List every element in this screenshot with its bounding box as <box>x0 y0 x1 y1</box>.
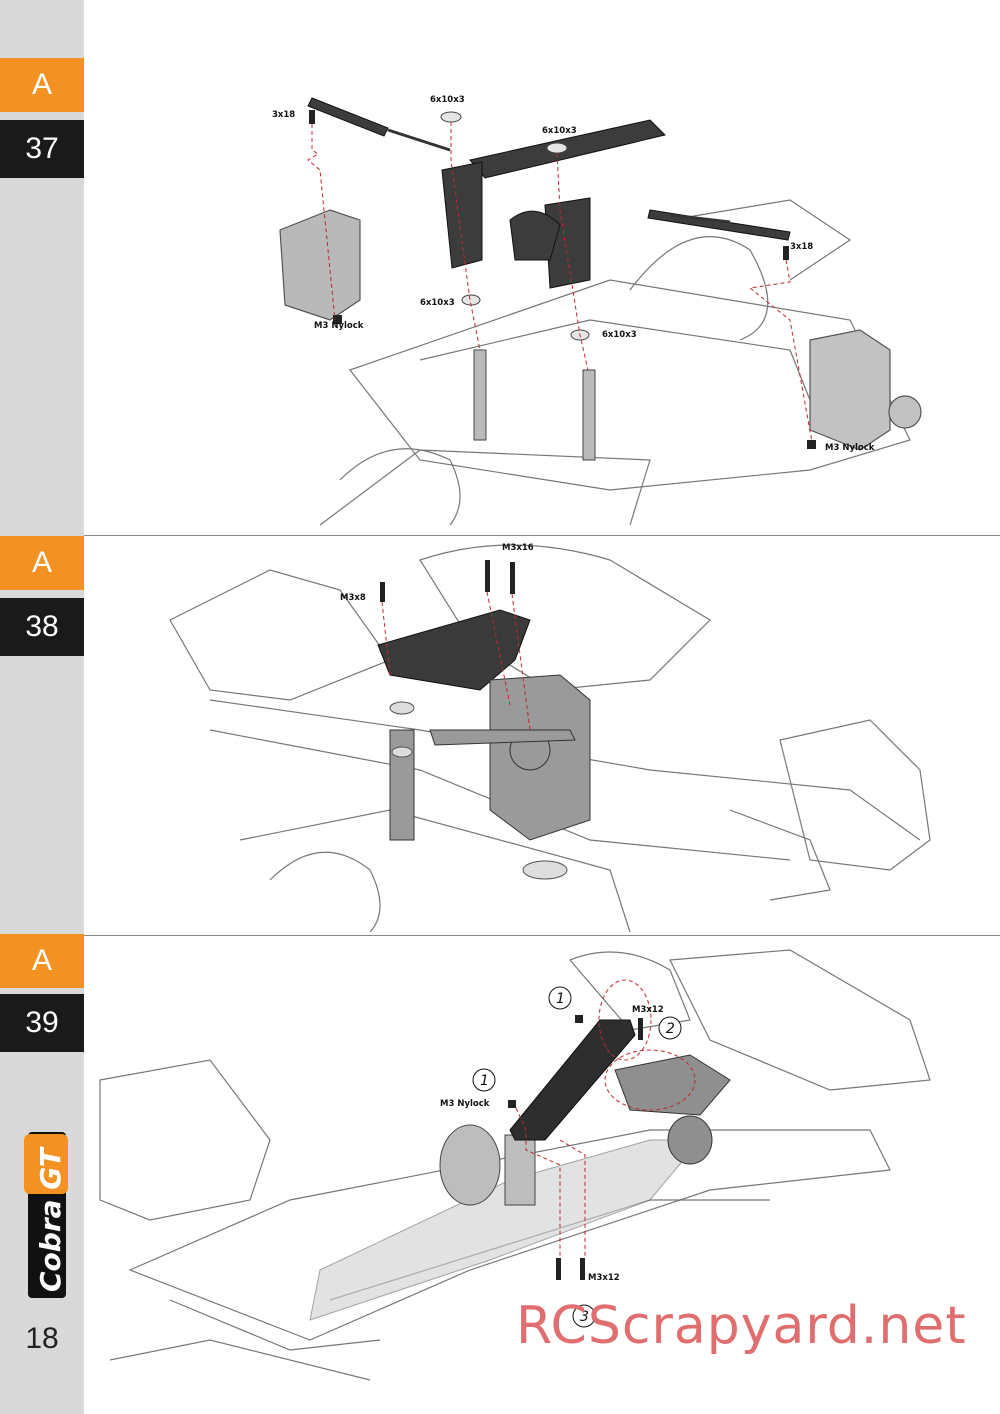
label-6x10x3: 6x10x3 <box>542 126 577 136</box>
cobra-gt-logo: Cobra GT <box>14 1130 74 1300</box>
label-6x10x3: 6x10x3 <box>430 95 465 105</box>
page-number: 18 <box>25 1322 59 1355</box>
watermark: RCScrapyard.net <box>516 1296 967 1356</box>
callout-1: 1 <box>556 991 565 1007</box>
callout-1: 1 <box>480 1073 489 1089</box>
logo-text: Cobra GT <box>34 1146 67 1292</box>
callout-3: 3 <box>580 1309 589 1325</box>
step-number: 38 <box>0 598 84 656</box>
label-m3x8: M3x8 <box>340 593 366 603</box>
step-37-illustration: 3x18 6x10x3 6x10x3 3x18 6x10x3 6x10x3 M3… <box>90 20 1000 530</box>
step-38-illustration: M3x16 M3x8 <box>90 540 1000 932</box>
label-6x10x3: 6x10x3 <box>420 298 455 308</box>
label-3x18: 3x18 <box>790 242 813 252</box>
section-letter: A <box>0 58 84 112</box>
label-m3x16: M3x16 <box>502 543 534 553</box>
label-m3-nylock: M3 Nylock <box>440 1099 490 1109</box>
section-letter: A <box>0 934 84 988</box>
label-m3-nylock: M3 Nylock <box>314 321 364 331</box>
step-divider <box>84 935 1000 936</box>
label-m3x12: M3x12 <box>588 1273 620 1283</box>
step-39-illustration: 1 2 1 3 M3x12 M3 Nylock M3x12 <box>90 940 1000 1410</box>
label-6x10x3: 6x10x3 <box>602 330 637 340</box>
step-divider <box>84 535 1000 536</box>
label-3x18: 3x18 <box>272 110 295 120</box>
callout-group: 1 2 1 3 <box>472 986 682 1328</box>
step-number: 37 <box>0 120 84 178</box>
label-m3-nylock: M3 Nylock <box>825 443 875 453</box>
section-letter: A <box>0 536 84 590</box>
callout-2: 2 <box>666 1021 675 1037</box>
label-m3x12: M3x12 <box>632 1005 664 1015</box>
step-number: 39 <box>0 994 84 1052</box>
